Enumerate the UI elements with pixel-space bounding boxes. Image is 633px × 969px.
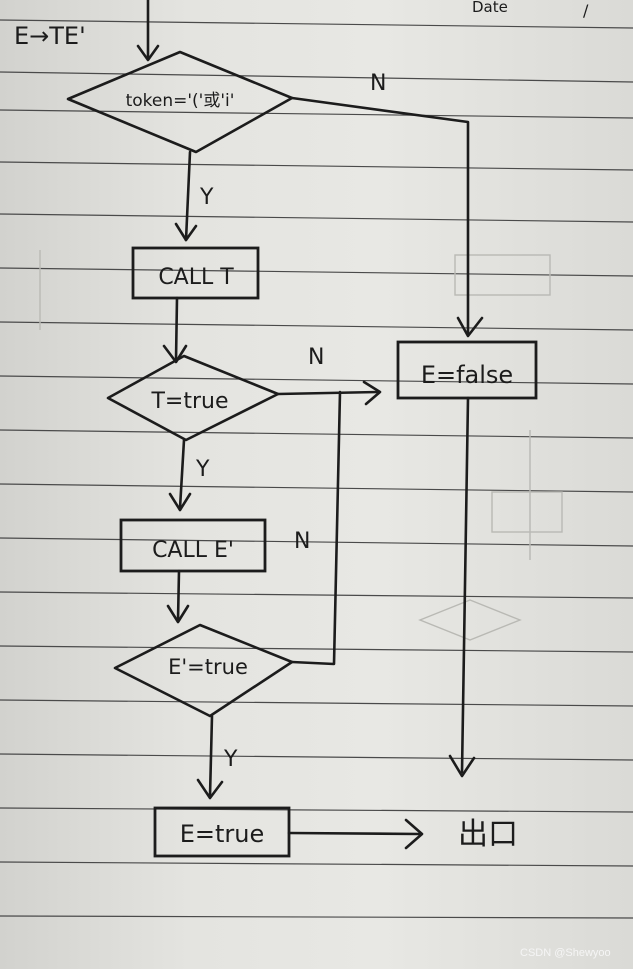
no-path-token-arrowhead [456,316,484,338]
yes-path-t [178,438,186,510]
yes-path-e-prime-arrowhead [196,778,224,800]
decision-token-check-label: token='('或'i' [126,91,235,111]
yes-path-e-prime [208,714,214,798]
arrow-e-true-to-exit-head [404,818,424,850]
exit-terminal: 出口 [458,817,518,852]
arrow-call-t-to-t-check-head [162,344,188,364]
no-path-token [290,96,470,336]
yes-path-token-arrowhead [174,222,198,242]
no-path-t [276,390,380,396]
date-slash: / [583,1,589,20]
entry-arrowhead [136,44,160,62]
arrow-call-e-prime-to-check-head [166,604,190,624]
branch-no-label: N [294,529,310,554]
date-label: Date [472,0,508,16]
ruled-lines [0,19,633,919]
process-call-e-prime [119,518,267,573]
process-e-true-label: E=true [180,820,265,848]
no-path-t-arrowhead [362,380,382,406]
process-call-t [131,246,260,300]
arrow-call-e-prime-to-check [176,569,181,622]
production-title: E→TE' [14,22,86,50]
branch-yes-label: Y [223,747,238,772]
arrow-e-false-down-head [448,754,476,778]
process-e-false-label: E=false [421,361,513,389]
bleed-through-marks [39,250,563,641]
process-call-e-prime-label: CALL E' [152,538,234,563]
branch-yes-label: Y [195,457,210,482]
process-call-t-label: CALL T [158,265,234,290]
no-path-e-prime [290,390,342,666]
branch-no-label: N [308,345,324,370]
arrow-e-false-down [460,396,470,774]
yes-path-t-arrowhead [168,492,192,512]
watermark: CSDN @Shewyoo [520,947,611,959]
branch-no-label: N [370,71,386,96]
decision-e-prime-true-label: E'=true [168,655,248,679]
arrow-call-t-to-t-check [174,296,179,362]
decision-t-true-label: T=true [150,389,228,414]
branch-yes-label: Y [199,185,214,210]
yes-path-token [184,150,192,242]
arrow-e-true-to-exit [287,831,422,836]
